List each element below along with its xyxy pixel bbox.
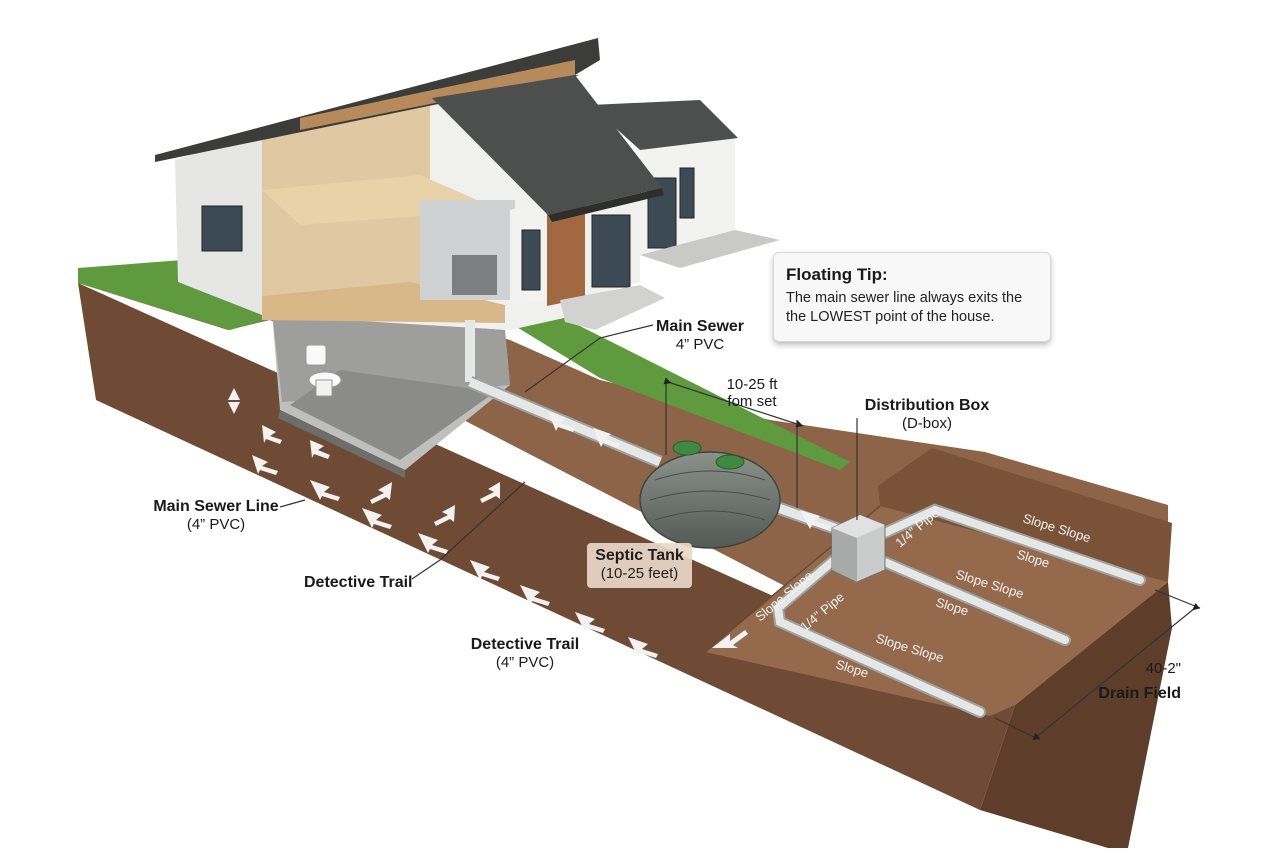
leader-lines: [279, 324, 1201, 741]
label-sub: (10-25 feet): [600, 565, 679, 583]
label-sub: (4” PVC): [186, 516, 246, 534]
basement: [272, 312, 510, 478]
tank-lid: [672, 440, 702, 456]
label-main-sewer: Main Sewer 4” PVC: [655, 318, 745, 354]
tip-body: The main sewer line always exits the the…: [786, 290, 1023, 325]
label-title: Main Sewer: [655, 318, 745, 335]
tip-title: Floating Tip:: [786, 265, 888, 284]
label-title: Main Sewer Line: [153, 498, 279, 515]
roof: [155, 38, 738, 222]
label-detective-trail: Detective Trail: [304, 574, 424, 592]
label-sub: (D-box): [901, 415, 952, 433]
label-distribution-box: Distribution Box (D-box): [862, 397, 992, 433]
tank-lid: [715, 454, 745, 470]
label-detective-trail-pvc: Detective Trail (4” PVC): [460, 636, 590, 672]
house: [175, 95, 780, 330]
label-drain-field: 40-2" Drain Field: [1085, 660, 1181, 704]
distribution-box: [831, 514, 886, 583]
label-line1: 10-25 ft: [726, 376, 778, 393]
flow-arrows: [252, 412, 830, 658]
label-title: Distribution Box: [864, 397, 990, 414]
floating-tip-card: Floating Tip: The main sewer line always…: [773, 252, 1051, 342]
toilet-icon: [305, 344, 342, 397]
depth-arrow-icon: [228, 388, 240, 414]
label-septic-tank: Septic Tank (10-25 feet): [587, 543, 692, 588]
label-title: Septic Tank: [595, 547, 684, 564]
label-dimension: 40-2": [1145, 660, 1181, 677]
label-title: Drain Field: [1098, 685, 1181, 703]
label-main-sewer-line: Main Sewer Line (4” PVC): [152, 498, 280, 534]
label-title: Detective Trail: [304, 574, 413, 591]
label-sub: 4” PVC: [675, 336, 725, 354]
label-line2: fom set: [727, 393, 777, 411]
patio: [640, 230, 780, 268]
label-title: Detective Trail: [470, 636, 580, 653]
septic-tank: [639, 440, 781, 549]
label-sub: (4” PVC): [495, 654, 555, 672]
label-setback: 10-25 ft fom set: [712, 376, 792, 411]
front-steps: [560, 285, 665, 330]
